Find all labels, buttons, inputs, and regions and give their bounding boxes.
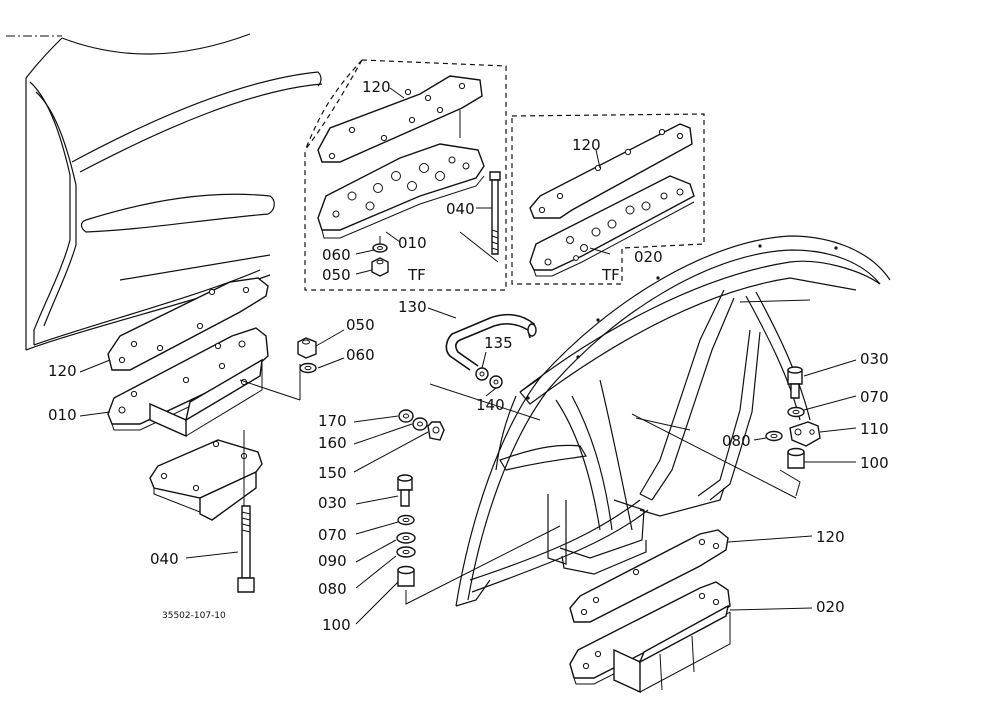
callout-020-lower-right: 020 bbox=[816, 598, 845, 616]
washer-160 bbox=[412, 417, 428, 431]
top-kit-bolt-040 bbox=[459, 171, 501, 263]
callout-170: 170 bbox=[318, 412, 347, 430]
callout-070-center: 070 bbox=[318, 526, 347, 544]
callout-090-center: 090 bbox=[318, 552, 347, 570]
left-plate-120 bbox=[107, 277, 269, 371]
nut-150 bbox=[427, 421, 445, 441]
left-nut-050 bbox=[297, 337, 317, 359]
handle-axis-line bbox=[429, 383, 541, 421]
drawing-code: 35502-107-10 bbox=[162, 611, 226, 621]
top-kit-plate-120 bbox=[317, 75, 483, 163]
callout-160: 160 bbox=[318, 434, 347, 452]
tf-label-top-kit: TF bbox=[407, 266, 426, 284]
left-washer-060 bbox=[299, 362, 317, 374]
callout-050-left: 050 bbox=[346, 316, 375, 334]
callout-040-left: 040 bbox=[150, 550, 179, 568]
right-washer-080 bbox=[765, 430, 783, 442]
callout-030-center: 030 bbox=[318, 494, 347, 512]
left-fender bbox=[6, 33, 323, 351]
fender-support-frame bbox=[547, 289, 811, 575]
right-fender bbox=[455, 235, 891, 607]
callout-150: 150 bbox=[318, 464, 347, 482]
callout-120-lower-right: 120 bbox=[816, 528, 845, 546]
left-bracket-010 bbox=[107, 327, 301, 438]
callout-140: 140 bbox=[476, 396, 505, 414]
center-fastener-axis bbox=[405, 525, 561, 605]
callout-040-top-kit: 040 bbox=[446, 200, 475, 218]
washer-170 bbox=[398, 409, 414, 423]
callout-070-right: 070 bbox=[860, 388, 889, 406]
tf-label-right-kit: TF bbox=[601, 266, 620, 284]
callout-050-top-kit: 050 bbox=[322, 266, 351, 284]
lower-right-bracket-020 bbox=[569, 581, 731, 694]
top-kit-washer-060 bbox=[372, 243, 388, 253]
center-bolt-030 bbox=[397, 474, 413, 507]
right-bolt-030 bbox=[787, 366, 803, 399]
leader-lines bbox=[79, 87, 857, 625]
right-washer-070 bbox=[787, 406, 805, 418]
washer-135 bbox=[475, 367, 489, 381]
callout-020-right-kit: 020 bbox=[634, 248, 663, 266]
callout-100-right: 100 bbox=[860, 454, 889, 472]
callout-030-right: 030 bbox=[860, 350, 889, 368]
callout-060-top-kit: 060 bbox=[322, 246, 351, 264]
top-kit-box bbox=[304, 59, 507, 291]
right-kit-box bbox=[511, 113, 705, 285]
left-lower-bracket bbox=[149, 430, 263, 521]
washer-140 bbox=[489, 375, 503, 389]
right-spacer-100 bbox=[787, 447, 805, 469]
callout-120-left: 120 bbox=[48, 362, 77, 380]
top-kit-nut-050 bbox=[371, 257, 389, 277]
right-kit-bracket-020 bbox=[529, 175, 695, 277]
callout-120-right-kit: 120 bbox=[572, 136, 601, 154]
right-bracket-110 bbox=[789, 421, 821, 447]
callout-110-right: 110 bbox=[860, 420, 889, 438]
center-washer-070 bbox=[397, 514, 415, 526]
center-washer-080 bbox=[396, 546, 416, 558]
callout-080-right: 080 bbox=[722, 432, 751, 450]
callout-060-left: 060 bbox=[346, 346, 375, 364]
center-washer-090 bbox=[396, 532, 416, 544]
handle-130 bbox=[445, 313, 537, 371]
callout-120-top-kit: 120 bbox=[362, 78, 391, 96]
callout-010-top-kit: 010 bbox=[398, 234, 427, 252]
callout-135: 135 bbox=[484, 334, 513, 352]
callout-100-center: 100 bbox=[322, 616, 351, 634]
center-spacer-100 bbox=[397, 565, 415, 587]
left-bolt-040 bbox=[237, 505, 255, 593]
callout-080-center: 080 bbox=[318, 580, 347, 598]
callout-130: 130 bbox=[398, 298, 427, 316]
top-kit-bracket-010 bbox=[317, 143, 485, 246]
lower-right-plate-120 bbox=[569, 529, 729, 623]
callout-010-left: 010 bbox=[48, 406, 77, 424]
